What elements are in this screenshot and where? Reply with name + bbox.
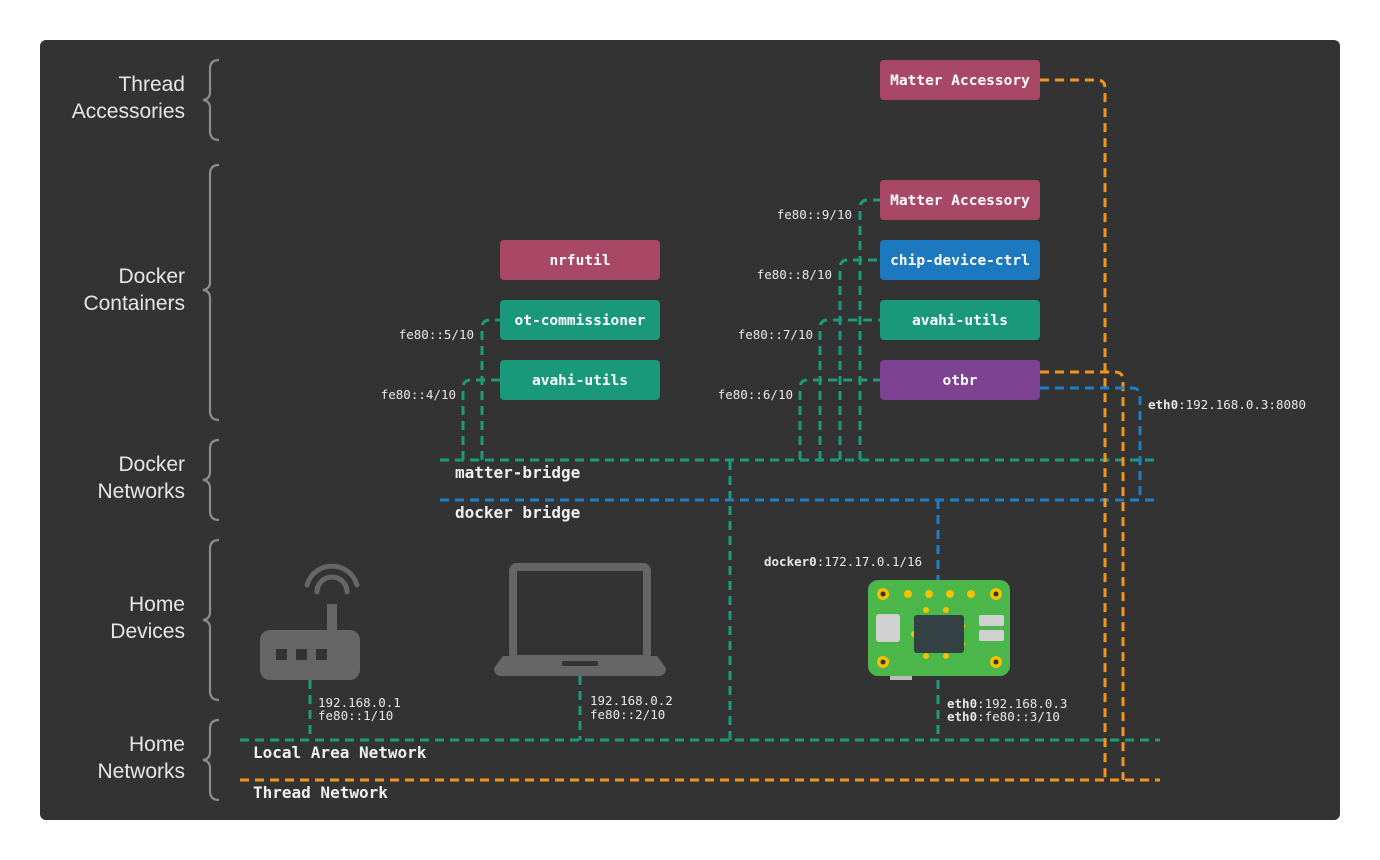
iface-value: :192.168.0.3:8080 xyxy=(1178,397,1306,412)
avahi-utils-right-link xyxy=(818,318,880,460)
section-brace xyxy=(202,718,220,802)
pi-ipv6: eth0:fe80::3/10 xyxy=(947,709,1060,724)
docker0-address: docker0:172.17.0.1/16 xyxy=(764,554,922,569)
avahi-utils-left-link xyxy=(461,378,500,460)
matter-bridge-label: matter-bridge xyxy=(455,463,580,482)
node-label: chip-device-ctrl xyxy=(890,253,1030,269)
address-fe80-9: fe80::9/10 xyxy=(777,207,852,222)
iface-name: docker0 xyxy=(764,554,817,569)
iface-name: eth0 xyxy=(947,696,977,711)
iface-value: :192.168.0.3 xyxy=(977,696,1067,711)
otbr-port-address: eth0:192.168.0.3:8080 xyxy=(1148,397,1306,412)
section-brace xyxy=(202,538,220,702)
router-ipv6: fe80::1/10 xyxy=(318,708,393,723)
node-avahi-utils-right: avahi-utils xyxy=(880,300,1040,340)
section-label-line1: Thread xyxy=(118,73,185,96)
node-avahi-utils-left: avahi-utils xyxy=(500,360,660,400)
section-label-line2: Networks xyxy=(97,760,185,783)
address-fe80-7: fe80::7/10 xyxy=(738,327,813,342)
address-fe80-6: fe80::6/10 xyxy=(718,387,793,402)
section-label-line1: Home xyxy=(129,593,185,616)
node-label: avahi-utils xyxy=(912,313,1008,329)
section-label-line1: Docker xyxy=(118,453,185,476)
node-ot-commissioner: ot-commissioner xyxy=(500,300,660,340)
iface-name: eth0 xyxy=(947,709,977,724)
node-label: otbr xyxy=(943,373,978,389)
node-label: avahi-utils xyxy=(532,373,628,389)
iface-value: :fe80::3/10 xyxy=(977,709,1060,724)
iface-value: :172.17.0.1/16 xyxy=(817,554,922,569)
diagram-panel xyxy=(40,40,1340,820)
section-docker-containers: Docker Containers xyxy=(83,163,220,422)
section-label-line1: Docker xyxy=(118,265,185,288)
address-fe80-8: fe80::8/10 xyxy=(757,267,832,282)
otbr-port-link xyxy=(1040,386,1142,500)
section-brace xyxy=(202,438,220,522)
chip-device-ctrl-link xyxy=(838,258,880,460)
section-label-line2: Networks xyxy=(97,480,185,503)
section-home-devices: Home Devices xyxy=(110,538,220,702)
address-fe80-5: fe80::5/10 xyxy=(399,327,474,342)
section-label-line2: Accessories xyxy=(72,100,185,123)
node-label: Matter Accessory xyxy=(890,193,1030,209)
docker-bridge-label: docker bridge xyxy=(455,503,580,522)
node-nrfutil: nrfutil xyxy=(500,240,660,280)
section-thread-accessories: Thread Accessories xyxy=(72,58,220,142)
section-label-line2: Devices xyxy=(110,620,185,643)
laptop-icon xyxy=(494,563,666,676)
node-matter-accessory-docker: Matter Accessory xyxy=(880,180,1040,220)
raspberry-pi-board-icon xyxy=(868,580,1010,680)
address-fe80-4: fe80::4/10 xyxy=(381,387,456,402)
node-label: ot-commissioner xyxy=(515,313,646,329)
section-brace xyxy=(202,58,220,142)
iface-name: eth0 xyxy=(1148,397,1178,412)
ot-commissioner-link xyxy=(480,318,500,460)
node-label: nrfutil xyxy=(549,253,610,269)
router-ipv4: 192.168.0.1 xyxy=(318,695,401,710)
section-brace xyxy=(202,163,220,422)
thread-network-label: Thread Network xyxy=(253,783,388,802)
thread-accessory-link xyxy=(1040,78,1107,780)
node-chip-device-ctrl: chip-device-ctrl xyxy=(880,240,1040,280)
section-docker-networks: Docker Networks xyxy=(97,438,220,522)
wifi-router-icon xyxy=(260,563,360,680)
section-label-line2: Containers xyxy=(83,292,185,315)
lan-label: Local Area Network xyxy=(253,743,427,762)
laptop-ipv6: fe80::2/10 xyxy=(590,707,665,722)
pi-ipv4: eth0:192.168.0.3 xyxy=(947,696,1067,711)
otbr-link xyxy=(798,378,880,460)
matter-accessory-docker-link xyxy=(858,198,880,460)
node-otbr: otbr xyxy=(880,360,1040,400)
section-label-line1: Home xyxy=(129,733,185,756)
otbr-thread-link xyxy=(1040,370,1125,780)
node-label: Matter Accessory xyxy=(890,73,1030,89)
section-home-networks: Home Networks xyxy=(97,718,220,802)
node-matter-accessory-thread: Matter Accessory xyxy=(880,60,1040,100)
laptop-ipv4: 192.168.0.2 xyxy=(590,693,673,708)
